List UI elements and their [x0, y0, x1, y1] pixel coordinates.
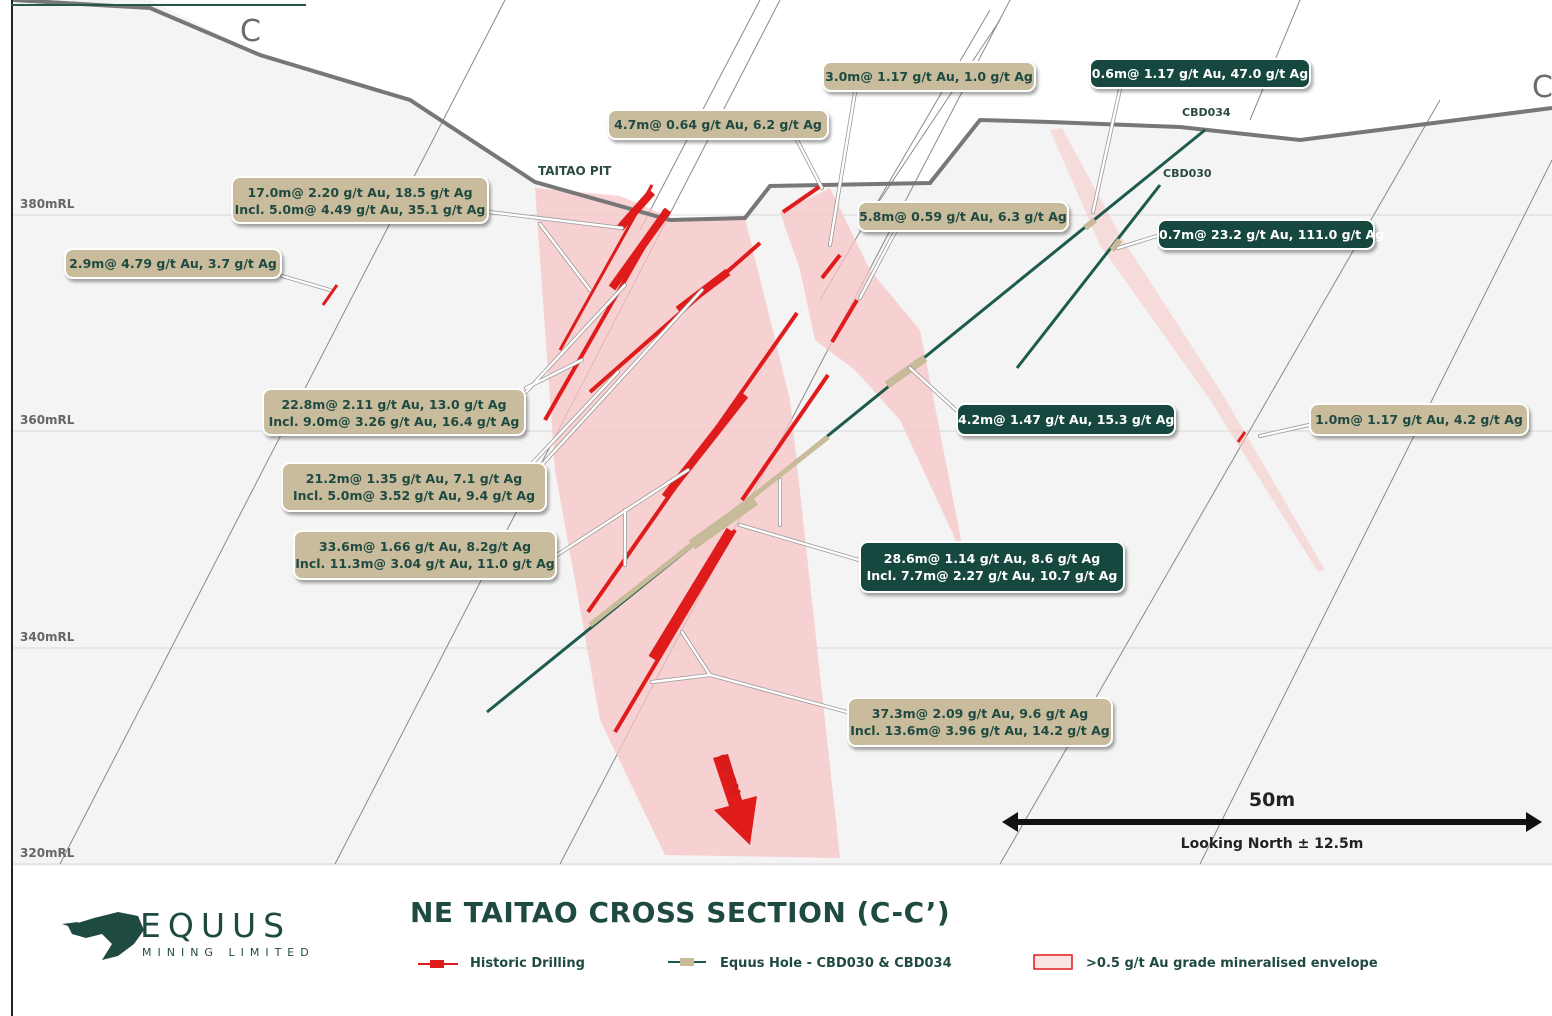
leader-line: [795, 138, 824, 190]
leader-line: [524, 370, 620, 472]
historic-drill-trace: [740, 373, 830, 502]
hole-label-cbd034: CBD034: [1182, 106, 1231, 119]
leader-line: [524, 358, 584, 390]
equus-intercept-segment: [1083, 217, 1097, 231]
legend-envelope-symbol: [1033, 954, 1073, 970]
intercept-label: 4.7m@ 0.64 g/t Au, 6.2 g/t Ag: [607, 109, 829, 140]
leader-line: [1258, 423, 1311, 438]
scale-right-arrow-icon: [1526, 812, 1542, 832]
leader-line: [650, 673, 712, 684]
intercept-label: 4.2m@ 1.47 g/t Au, 15.3 g/t Ag: [956, 403, 1176, 436]
leader-line: [858, 230, 897, 300]
intercept-label: 1.0m@ 1.17 g/t Au, 4.2 g/t Ag: [1309, 403, 1529, 436]
section-start-letter: C: [240, 14, 261, 49]
logo-wordmark: EQUUS: [140, 906, 292, 945]
historic-drill-trace: [1236, 431, 1247, 443]
intercept-label: 3.0m@ 1.17 g/t Au, 1.0 g/t Ag: [822, 61, 1036, 92]
envelope-east: [780, 188, 965, 560]
logo-subtitle: MINING LIMITED: [142, 946, 315, 959]
leader-line: [1116, 234, 1159, 250]
legend-envelope-label: >0.5 g/t Au grade mineralised envelope: [1086, 956, 1378, 971]
elevation-label-380: 380mRL: [20, 197, 75, 211]
orientation-note: Looking North ± 12.5m: [1180, 836, 1364, 852]
scale-left-arrow-icon: [1002, 812, 1018, 832]
historic-drill-trace: [613, 528, 737, 734]
leader-line: [487, 210, 624, 230]
leader-line: [738, 523, 861, 562]
intercept-label: 0.7m@ 23.2 g/t Au, 111.0 g/t Ag: [1157, 219, 1384, 250]
frame-left-border: [11, 0, 13, 1016]
logo-horse-icon: [62, 912, 144, 960]
section-end-letter: C: [1532, 70, 1552, 105]
intercept-label: 0.6m@ 1.17 g/t Au, 47.0 g/t Ag: [1089, 58, 1311, 89]
leader-line: [538, 222, 592, 292]
leader-line: [908, 366, 958, 412]
leader-line: [555, 468, 690, 557]
scale-bar-label: 50m: [1248, 789, 1296, 811]
historic-drill-trace: [648, 527, 734, 661]
historic-drill-trace: [820, 253, 842, 280]
leader-line: [280, 274, 332, 292]
intercept-label: 5.8m@ 0.59 g/t Au, 6.3 g/t Ag: [857, 201, 1069, 232]
diagram-title: NE TAITAO CROSS SECTION (C-C’): [410, 896, 951, 929]
intercept-label: 2.9m@ 4.79 g/t Au, 3.7 g/t Ag: [64, 248, 282, 279]
equus-hole-cbd030: [1015, 184, 1162, 369]
leader-line: [526, 288, 704, 482]
hole-label-cbd030: CBD030: [1163, 167, 1212, 180]
legend-historic-label: Historic Drilling: [470, 956, 585, 971]
equus-intercept-segment: [1109, 238, 1123, 252]
legend-historic-symbol: [418, 960, 458, 968]
topography-line: [12, 0, 1552, 223]
historic-drill-trace: [608, 207, 672, 291]
equus-intercept-segment: [688, 495, 759, 550]
pit-label: TAITAO PIT: [538, 164, 612, 178]
open-arrow-icon: [713, 754, 757, 845]
frame-top-accent: [11, 4, 306, 6]
equus-intercept-segment: [884, 354, 928, 389]
leader-line: [524, 283, 627, 394]
leader-line: [828, 90, 857, 247]
elevation-label-340: 340mRL: [20, 630, 75, 644]
historic-drill-trace: [661, 392, 749, 500]
historic-drill-trace: [617, 189, 655, 231]
historic-drill-trace: [830, 298, 859, 344]
elevation-label-360: 360mRL: [20, 413, 75, 427]
footer-background: [13, 866, 1552, 1016]
leader-line: [1091, 87, 1122, 214]
elevation-label-320: 320mRL: [20, 846, 75, 860]
legend-equus-symbol: [668, 958, 706, 966]
leader-line: [708, 673, 849, 714]
historic-drill-trace: [781, 183, 824, 214]
leader-line: [680, 630, 712, 677]
legend-equus-label: Equus Hole - CBD030 & CBD034: [720, 956, 952, 971]
historic-drill-trace: [321, 284, 339, 306]
